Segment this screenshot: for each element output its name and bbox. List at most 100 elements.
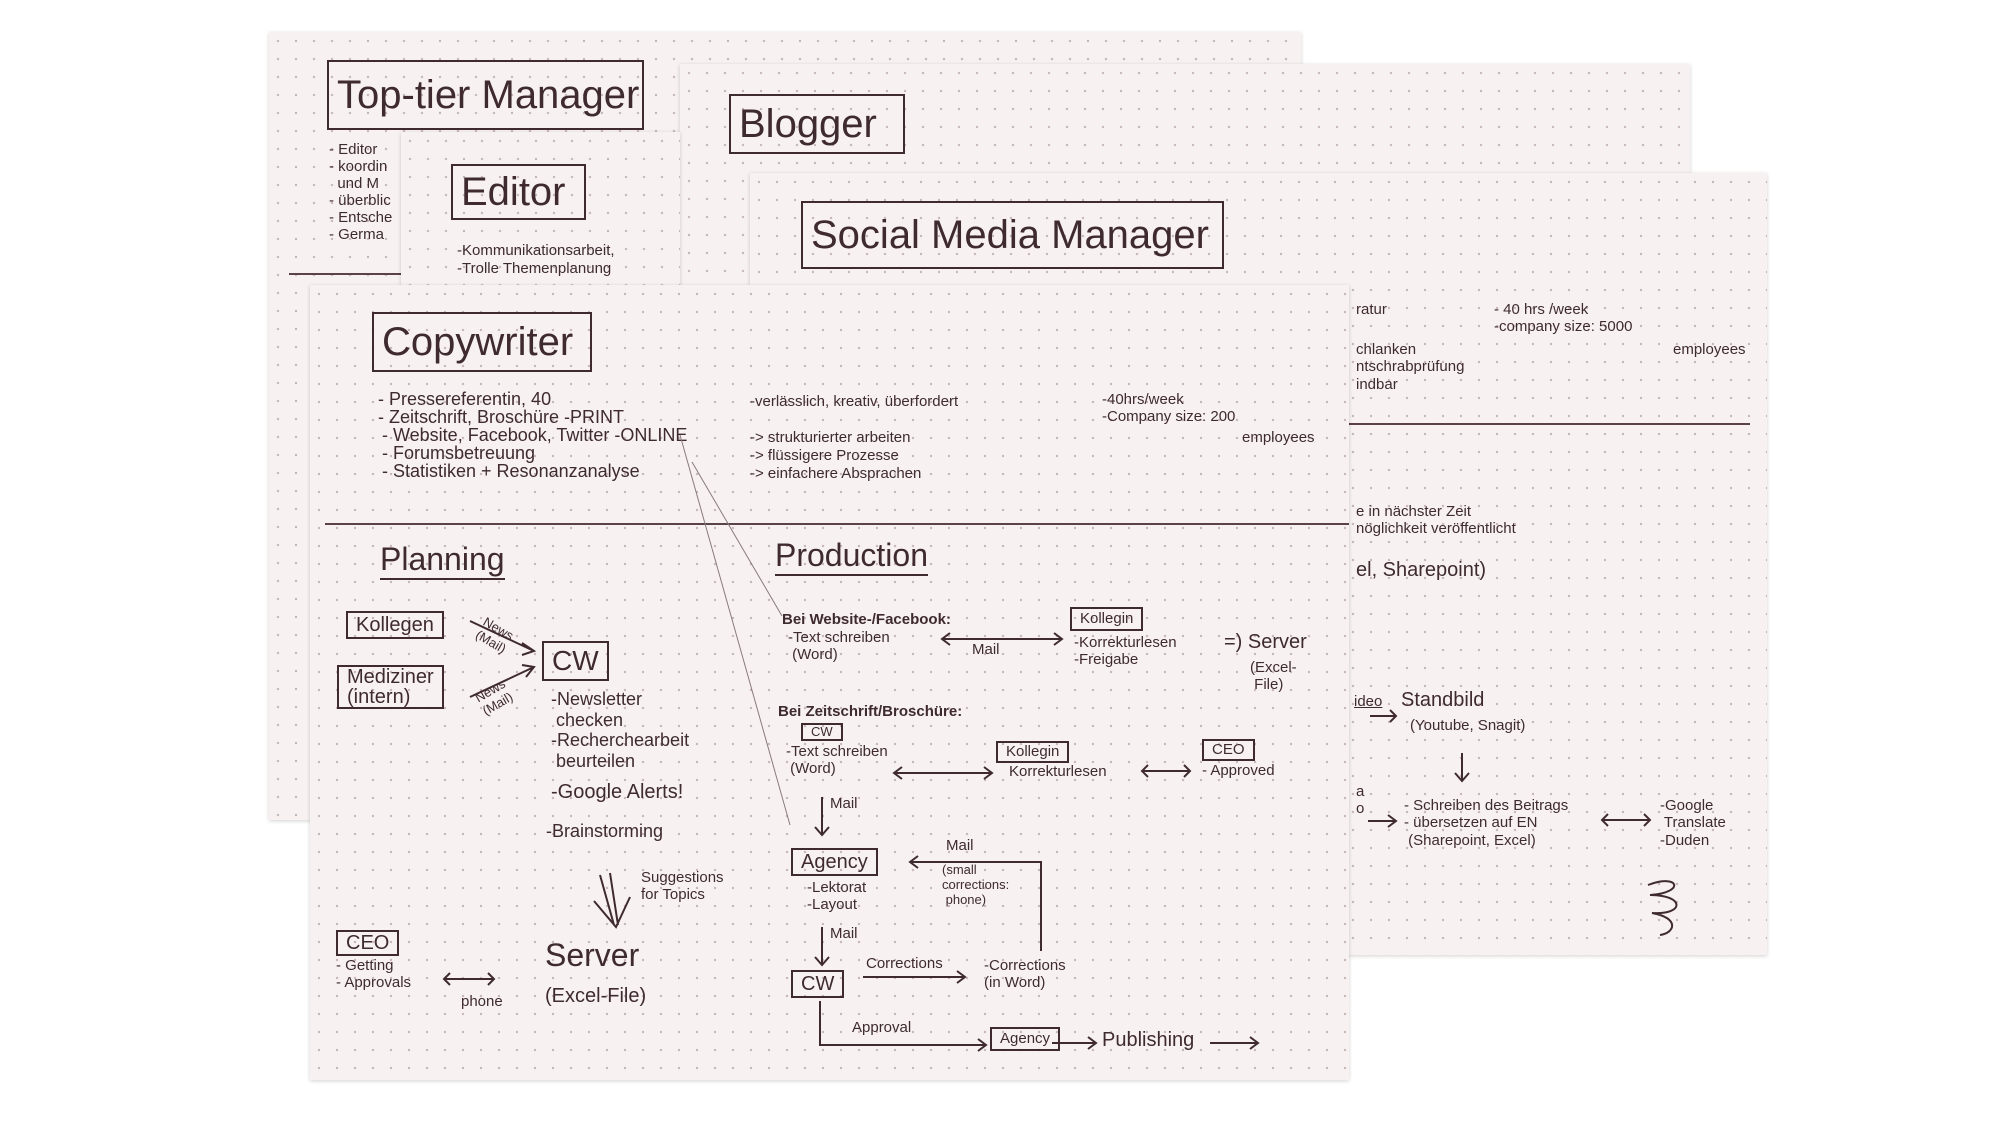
server-file: (Excel-File)	[545, 985, 647, 1007]
print-heading: Bei Zeitschrift/Broschüre:	[778, 703, 963, 720]
top-tier-item: - koordin	[329, 158, 388, 175]
arrow-left-icon	[908, 855, 1042, 951]
profile-item: - Website, Facebook, Twitter -ONLINE	[382, 425, 688, 445]
profile-item: - Pressereferentin, 40	[378, 389, 552, 409]
social-employees: employees	[1673, 341, 1746, 358]
cw-box: CW	[791, 970, 845, 998]
social-video: ideo	[1354, 693, 1383, 710]
arrow-right-icon	[1052, 1036, 1098, 1050]
print-review: Korrekturlesen	[1009, 763, 1107, 780]
top-tier-item: - Editor	[329, 141, 378, 158]
cw-small-box: CW	[801, 723, 843, 741]
double-arrow-icon	[1140, 764, 1192, 778]
kollegen-box: Kollegen	[346, 611, 444, 639]
agency-box: Agency	[990, 1027, 1061, 1051]
arrow-right-icon	[1370, 709, 1398, 723]
top-tier-item: - überblic	[329, 192, 391, 209]
production-heading: Production	[775, 537, 928, 576]
web-write: -Text schreiben (Word)	[788, 629, 890, 664]
top-tier-item: - Germa	[329, 226, 385, 243]
arrow-down-icon	[814, 797, 830, 837]
editor-item: -Kommunikationsarbeit,	[457, 242, 615, 259]
web-server-file: (Excel- File)	[1250, 659, 1297, 694]
double-arrow-icon	[940, 632, 1064, 646]
profile-item: - Statistiken + Resonanzanalyse	[382, 461, 640, 481]
editor-title: Editor	[451, 164, 586, 220]
scribble-icon	[1647, 880, 1678, 936]
arrow-down-icon	[814, 927, 830, 967]
social-title: Social Media Manager	[801, 201, 1224, 269]
brainstorming: -Brainstorming	[546, 821, 664, 841]
social-writing: - Schreiben des Beitrags - übersetzen au…	[1404, 797, 1569, 849]
web-mail-label: Mail	[972, 641, 1000, 658]
facts-employees: employees	[1242, 429, 1315, 446]
social-fragment: ratur	[1356, 301, 1387, 318]
approved: - Approved	[1202, 762, 1275, 779]
web-review: -Korrekturlesen -Freigabe	[1074, 634, 1177, 669]
social-divider	[1310, 423, 1750, 425]
kollegin-box: Kollegin	[996, 741, 1070, 763]
top-tier-item: und M	[329, 175, 380, 192]
social-hours: - 40 hrs /week -company size: 5000	[1494, 301, 1633, 336]
copywriter-arrows	[442, 434, 1260, 1052]
connector-line	[679, 434, 791, 826]
google-alerts: -Google Alerts!	[551, 781, 684, 803]
social-standbild: Standbild	[1401, 689, 1485, 711]
cw-tasks: -Newsletter checken -Recherchearbeit beu…	[551, 689, 690, 772]
mail-down-label: Mail	[830, 795, 858, 812]
double-arrow-icon	[892, 766, 994, 780]
server-label: Server	[545, 937, 640, 973]
editor-item: -Trolle Themenplanung	[457, 260, 612, 277]
ceo-tasks: - Getting - Approvals	[336, 957, 412, 992]
traits: -verlässlich, kreativ, überfordert	[750, 393, 959, 410]
arrow-right-icon	[1210, 1036, 1260, 1050]
arrow-right-icon	[469, 620, 537, 656]
copywriter-divider	[325, 523, 1349, 525]
agency-box: Agency	[791, 848, 878, 876]
arrow-right-icon	[469, 664, 536, 698]
social-translate: -Google Translate -Duden	[1660, 797, 1726, 849]
sheet-copywriter: Copywriter - Pressereferentin, 40 - Zeit…	[310, 285, 1349, 1080]
double-arrow-icon	[1600, 813, 1652, 827]
suggestions-label: Suggestions for Topics	[641, 869, 724, 904]
approval-label: Approval	[852, 1019, 912, 1036]
corrections: -Corrections (in Word)	[984, 957, 1066, 992]
social-tools: (Youtube, Snagit)	[1410, 717, 1526, 734]
goal-item: -> strukturierter arbeiten	[750, 429, 911, 446]
ceo-box: CEO	[1202, 739, 1255, 761]
profile-item: - Zeitschrift, Broschüre -PRINT	[378, 407, 625, 427]
top-tier-item: - Entsche	[329, 209, 393, 226]
mail-back-label: Mail	[946, 837, 974, 854]
social-fragment: el, Sharepoint)	[1356, 559, 1487, 581]
arrow-right-icon	[1368, 814, 1398, 828]
arrow-down-icon	[1454, 753, 1470, 783]
arrow-right-icon	[863, 970, 967, 984]
ceo-box: CEO	[336, 930, 400, 956]
phone-label: phone	[461, 993, 503, 1010]
mail-down-label: Mail	[830, 925, 858, 942]
top-tier-title: Top-tier Manager	[327, 60, 644, 130]
web-server: =) Server	[1224, 631, 1307, 653]
social-arrows	[1368, 709, 1678, 936]
arrow-right-icon	[819, 1001, 988, 1052]
web-heading: Bei Website-/Facebook:	[782, 611, 951, 628]
print-write: -Text schreiben (Word)	[786, 743, 888, 778]
kollegin-box: Kollegin	[1070, 607, 1144, 631]
mediziner-box: Mediziner (intern)	[337, 665, 444, 709]
social-fragment: e in nächster Zeit nöglichkeit veröffent…	[1356, 503, 1516, 538]
social-fragment: chlanken ntschrabprüfung indbar	[1356, 341, 1465, 393]
goal-item: -> einfachere Absprachen	[750, 465, 922, 482]
cw-box: CW	[542, 641, 609, 681]
double-arrow-icon	[442, 972, 496, 986]
blogger-title: Blogger	[729, 94, 905, 154]
planning-heading: Planning	[380, 541, 505, 580]
double-arrow-down-icon	[593, 872, 631, 929]
social-fragment: a o	[1356, 783, 1365, 818]
agency-tasks: -Lektorat -Layout	[807, 879, 867, 914]
copywriter-title: Copywriter	[372, 312, 592, 372]
connector-line	[691, 461, 783, 617]
facts: -40hrs/week -Company size: 200	[1102, 391, 1236, 426]
corrections-arrow-label: Corrections	[866, 955, 943, 972]
goal-item: -> flüssigere Prozesse	[750, 447, 899, 464]
publishing: Publishing	[1102, 1029, 1195, 1051]
